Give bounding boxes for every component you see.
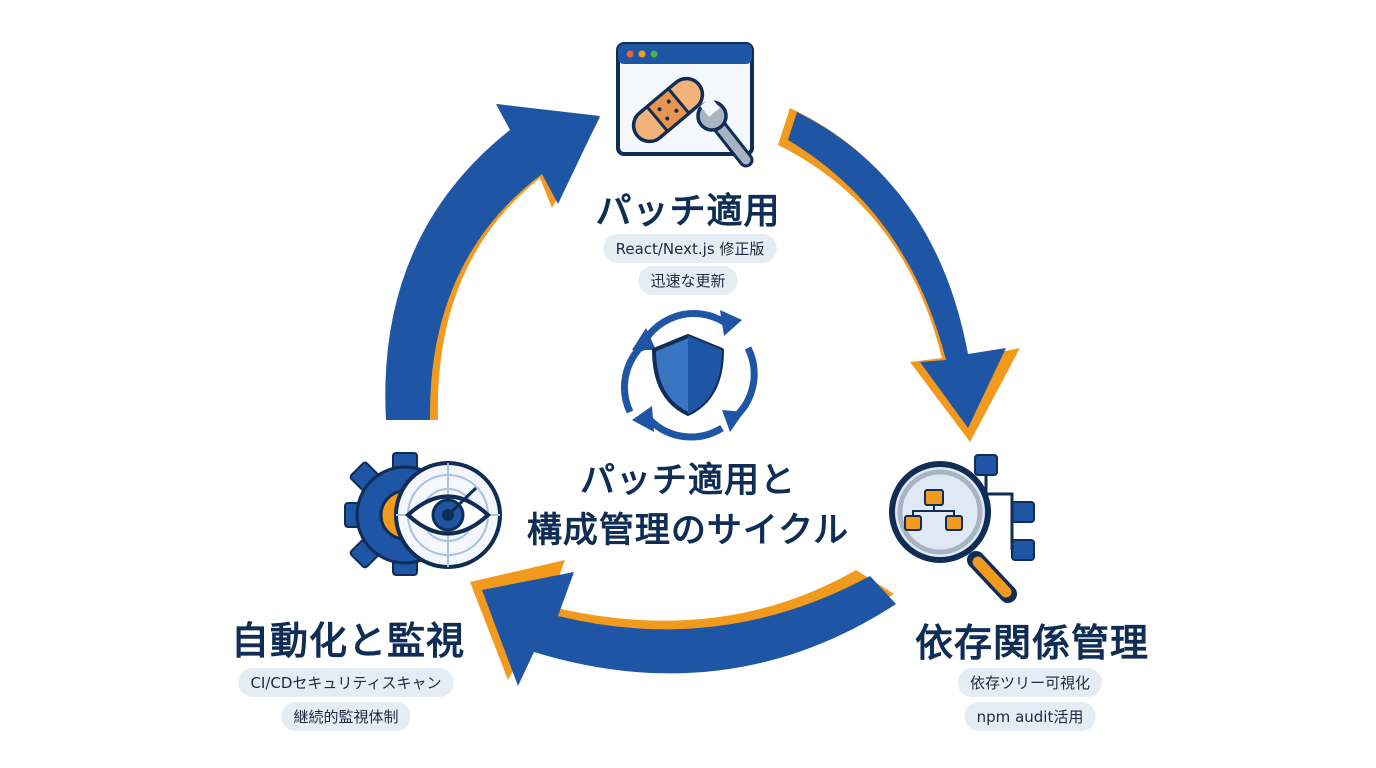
tag-auto-2: 継続的監視体制: [281, 702, 411, 731]
center-title-line2: 構成管理のサイクル: [526, 511, 850, 551]
node-title-deps: 依存関係管理: [914, 621, 1150, 665]
node-title-auto: 自動化と監視: [230, 619, 466, 663]
tag-deps-1: 依存ツリー可視化: [957, 668, 1103, 697]
tag-deps-2: npm audit活用: [964, 702, 1096, 731]
center-title: パッチ適用と 構成管理のサイクル: [527, 456, 849, 556]
tag-patch-1: React/Next.js 修正版: [603, 234, 777, 263]
arrow-patch-to-deps: [778, 108, 1020, 442]
node-title-patch: パッチ適用: [595, 191, 781, 232]
arrow-auto-to-patch: [385, 104, 600, 420]
tag-auto-1: CI/CDセキュリティスキャン: [238, 668, 454, 697]
shield-refresh-icon: [621, 310, 758, 441]
arrow-deps-to-auto: [470, 560, 896, 686]
gear-eye-radar-icon: [344, 452, 502, 576]
tag-patch-2: 迅速な更新: [638, 266, 738, 295]
browser-bandage-wrench-icon: [616, 42, 754, 168]
magnifier-tree-icon: [889, 454, 1035, 603]
center-title-line1: パッチ適用と: [579, 461, 797, 501]
